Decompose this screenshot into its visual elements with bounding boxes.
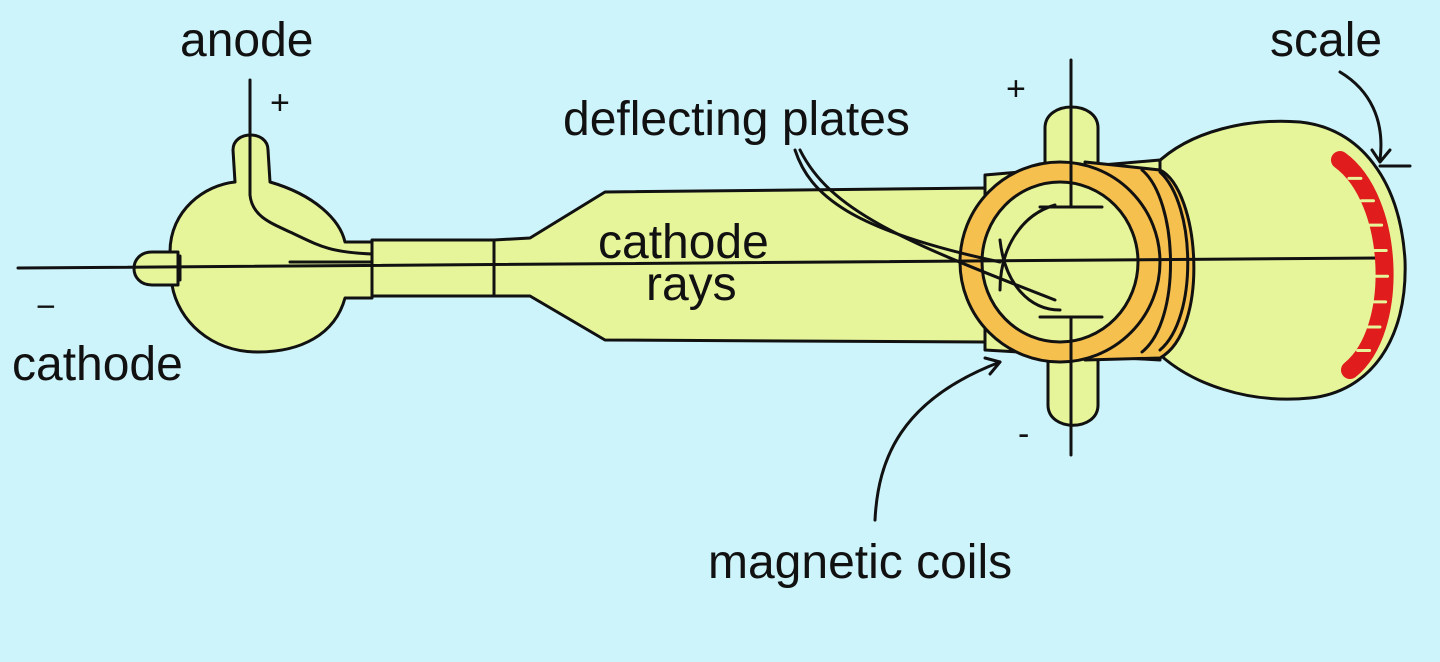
cathode-nipple — [132, 250, 180, 287]
anode-wire — [248, 78, 374, 256]
cathode-label: cathode — [12, 338, 183, 391]
plates-leader-2 — [798, 148, 1057, 302]
tube-axis-line — [16, 256, 1382, 270]
cathode-rays-label-line1: cathode — [598, 216, 769, 269]
bottom-plate-minus-sign: - — [1018, 415, 1029, 453]
coils-leader — [873, 360, 1002, 522]
magnetic-coils-label: magnetic coils — [708, 536, 1012, 589]
scale-leader — [1338, 70, 1383, 162]
ray-arc-bottom — [998, 238, 1062, 312]
scale-label: scale — [1270, 14, 1382, 67]
scale-ticks — [1347, 176, 1390, 352]
deflecting-plates-label: deflecting plates — [563, 93, 910, 146]
cathode-rays-label-line2: rays — [646, 258, 737, 311]
bottom-plate-bulge — [1046, 353, 1100, 427]
anode-bulb — [168, 133, 374, 354]
tube-neck — [370, 238, 496, 298]
cathode-minus-sign: − — [36, 288, 56, 326]
coils-leader-arrowhead — [983, 356, 1002, 376]
anode-label: anode — [180, 14, 313, 67]
scale-leader-arrowhead — [1370, 148, 1392, 164]
plates-leader-1 — [793, 148, 1002, 264]
coil-edge-line-2 — [1158, 170, 1190, 352]
top-plate-plus-sign: + — [1006, 70, 1026, 108]
anode-plus-sign: + — [270, 84, 290, 122]
